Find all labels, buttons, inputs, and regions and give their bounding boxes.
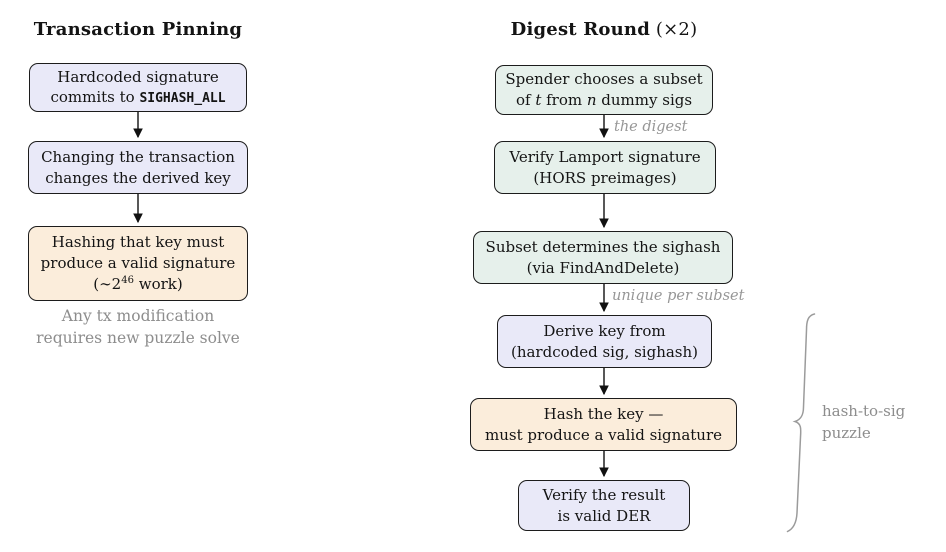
node-hardcoded-signature: Hardcoded signature commits to SIGHASH_A…	[29, 63, 247, 112]
node-line: Hardcoded signature	[57, 67, 219, 86]
node-line: Verify the result	[542, 485, 666, 504]
node-line: must produce a valid signature	[484, 425, 723, 444]
brace-label-line: hash-to-sig	[822, 402, 906, 420]
brace-label-line: puzzle	[822, 423, 871, 442]
node-line: (hardcoded sig, sighash)	[510, 342, 699, 361]
node-line-text: (∼2	[93, 274, 122, 293]
node-line: Verify Lamport signature	[509, 147, 701, 166]
node-line: Hash the key —	[543, 404, 664, 423]
node-changing-transaction: Changing the transaction changes the der…	[28, 141, 248, 194]
node-derive-key: Derive key from (hardcoded sig, sighash)	[497, 315, 712, 368]
edge-label-unique-per-subset: unique per subset	[612, 288, 745, 304]
node-line-text: commits to	[50, 88, 140, 107]
node-spender-subset: Spender chooses a subset of t from n dum…	[495, 65, 713, 115]
left-footnote: Any tx modification requires new puzzle …	[0, 305, 276, 350]
footnote-line: requires new puzzle solve	[36, 329, 240, 348]
node-line: produce a valid signature	[40, 254, 236, 273]
math-var-t: t	[535, 91, 542, 109]
node-hash-key-valid-sig: Hash the key — must produce a valid sign…	[470, 398, 737, 451]
node-line-text: work)	[133, 274, 183, 293]
node-line: Subset determines the sighash	[485, 237, 721, 256]
edge-label-the-digest: the digest	[614, 119, 688, 135]
node-line-text: from	[541, 91, 587, 109]
node-line: changes the derived key	[45, 168, 231, 187]
node-line: Derive key from	[543, 321, 666, 340]
node-hashing-key-work: Hashing that key must produce a valid si…	[28, 226, 248, 301]
node-verify-der: Verify the result is valid DER	[518, 480, 690, 531]
brace-label-hash-to-sig-puzzle: hash-to-sig puzzle	[822, 401, 905, 445]
exponent: 46	[121, 274, 134, 286]
curly-brace	[786, 313, 816, 533]
right-column-title-main: Digest Round	[510, 19, 650, 40]
right-column-title: Digest Round (×2)	[466, 19, 742, 40]
node-line: (HORS preimages)	[533, 168, 677, 187]
node-verify-lamport: Verify Lamport signature (HORS preimages…	[494, 141, 716, 194]
node-line-text: of	[515, 91, 536, 109]
node-line-text: dummy sigs	[596, 91, 693, 109]
footnote-line: Any tx modification	[61, 307, 215, 325]
node-line: (∼246 work)	[93, 274, 182, 295]
right-column-title-suffix: (×2)	[650, 19, 698, 40]
left-column-title: Transaction Pinning	[33, 19, 243, 40]
node-subset-sighash: Subset determines the sighash (via FindA…	[473, 231, 733, 284]
math-var-n: n	[586, 91, 597, 109]
node-line: Spender chooses a subset	[505, 70, 703, 89]
node-line: Hashing that key must	[51, 233, 225, 252]
node-line: commits to SIGHASH_ALL	[50, 87, 225, 108]
node-line: Changing the transaction	[41, 147, 235, 166]
sighash-all-code: SIGHASH_ALL	[139, 91, 226, 107]
node-line: of t from n dummy sigs	[516, 90, 692, 111]
node-line: is valid DER	[557, 506, 651, 525]
node-line: (via FindAndDelete)	[526, 258, 680, 277]
